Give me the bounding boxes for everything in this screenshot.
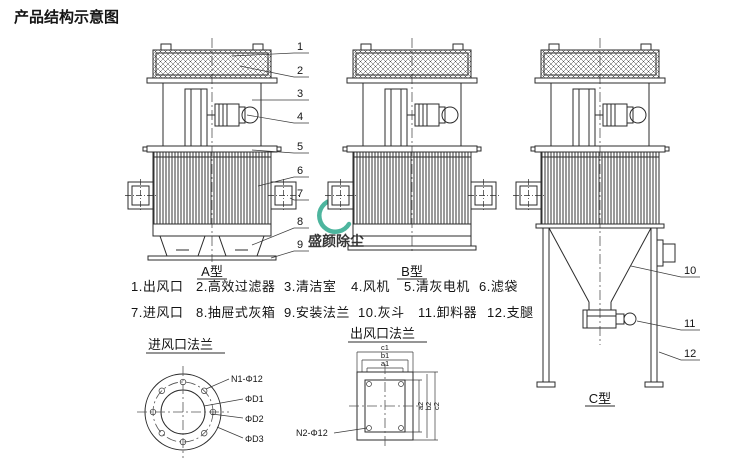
parts-legend: 1.出风口 2.高效过滤器 3.清洁室 4.风机 5.清灰电机 6.滤袋 7.进… (131, 279, 534, 320)
callout-number-2: 2 (297, 65, 303, 77)
legend-item: 7.进风口 (131, 305, 183, 320)
outlet-flange-title: 出风口法兰 (350, 326, 415, 341)
inlet-flange-title: 进风口法兰 (148, 337, 213, 352)
machine-c-label: C型 (589, 391, 611, 406)
callout-number-12: 12 (684, 348, 696, 360)
legend-item: 1.出风口 (131, 279, 183, 294)
page-title: 产品结构示意图 (14, 8, 119, 26)
legend-item: 11.卸料器 (418, 305, 477, 320)
outlet-a2-dim-label: a2 (416, 402, 425, 410)
legend-item: 3.清洁室 (284, 279, 336, 294)
machine-b-label: B型 (401, 264, 423, 279)
callout-number-6: 6 (297, 165, 303, 177)
callout-number-5: 5 (297, 141, 303, 153)
machine-b-drawing: B型 (324, 38, 500, 280)
callout-number-7: 7 (297, 188, 303, 200)
inlet-d3-dim-label: ΦD3 (245, 434, 264, 444)
callout-number-3: 3 (297, 88, 303, 100)
machine-c-drawing: C型 (512, 38, 676, 407)
callout-leaders-a (231, 52, 309, 259)
legend-item: 4.风机 (351, 279, 390, 294)
legend-item: 2.高效过滤器 (196, 279, 275, 294)
outlet-b1-dim-label: b1 (381, 351, 389, 360)
callout-number-10: 10 (684, 265, 696, 277)
callout-number-11: 11 (684, 318, 695, 330)
outlet-b2-dim-label: b2 (424, 402, 433, 410)
legend-item: 6.滤袋 (479, 279, 518, 294)
machine-a-label: A型 (201, 264, 223, 279)
callout-number-9: 9 (297, 239, 303, 251)
watermark-text: 盛颜除尘 (308, 233, 364, 249)
legend-item: 12.支腿 (487, 305, 534, 320)
callout-number-1: 1 (297, 41, 303, 53)
outlet-c1-dim-label: c1 (381, 343, 389, 352)
callout-number-4: 4 (297, 111, 303, 123)
inlet-d1-dim-label: ΦD1 (245, 394, 264, 404)
outlet-a1-dim-label: a1 (381, 359, 389, 368)
machine-a-drawing: A型 (124, 38, 300, 280)
outlet-flange-drawing: 出风口法兰 c1 b1 a1 (296, 326, 441, 448)
legend-item: 9.安装法兰 (284, 305, 350, 320)
inlet-flange-drawing: 进风口法兰 N1-Φ12 ΦD1 ΦD2 ΦD3 (137, 337, 264, 458)
callout-number-8: 8 (297, 216, 303, 228)
inlet-d2-dim-label: ΦD2 (245, 414, 264, 424)
legend-item: 10.灰斗 (358, 305, 405, 320)
legend-item: 5.清灰电机 (404, 279, 470, 294)
outlet-bolt-dim-label: N2-Φ12 (296, 428, 328, 438)
inlet-bolt-dim-label: N1-Φ12 (231, 374, 263, 384)
legend-item: 8.抽屉式灰箱 (196, 305, 275, 320)
callout-leaders-c (630, 265, 700, 361)
outlet-c2-dim-label: c2 (432, 402, 441, 410)
